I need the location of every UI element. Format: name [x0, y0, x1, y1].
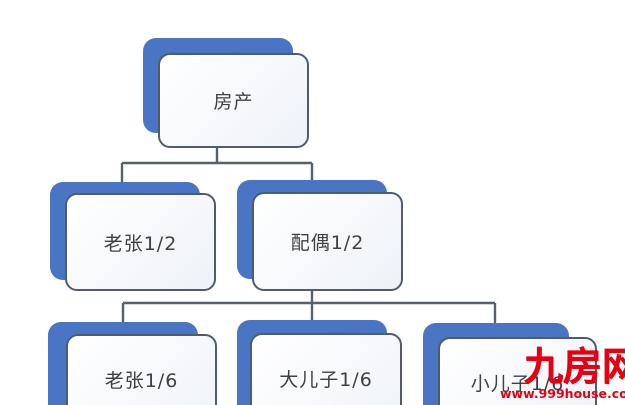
watermark-url: www.999house.com — [500, 386, 625, 401]
node-property-label: 房产 — [213, 91, 254, 113]
watermark-logo: 九房网 — [523, 345, 625, 390]
node-laozhang-sixth-label: 老张1/6 — [104, 370, 179, 392]
node-laozhang-sixth: 老张1/6 — [66, 334, 217, 405]
watermark: 九房网 www.999house.com — [500, 348, 625, 401]
node-laozhang-half: 老张1/2 — [65, 193, 216, 291]
node-spouse-half-label: 配偶1/2 — [290, 232, 365, 254]
node-youngest-son-sixth-label: 小儿子1/6 — [470, 373, 565, 395]
node-property: 房产 — [158, 53, 309, 148]
node-eldest-son-sixth-label: 大儿子1/6 — [279, 369, 373, 391]
node-youngest-son-sixth: 小儿子1/6 — [438, 337, 597, 405]
node-laozhang-half-label: 老张1/2 — [103, 232, 178, 255]
node-eldest-son-sixth: 大儿子1/6 — [250, 333, 402, 405]
node-spouse-half: 配偶1/2 — [252, 192, 403, 291]
